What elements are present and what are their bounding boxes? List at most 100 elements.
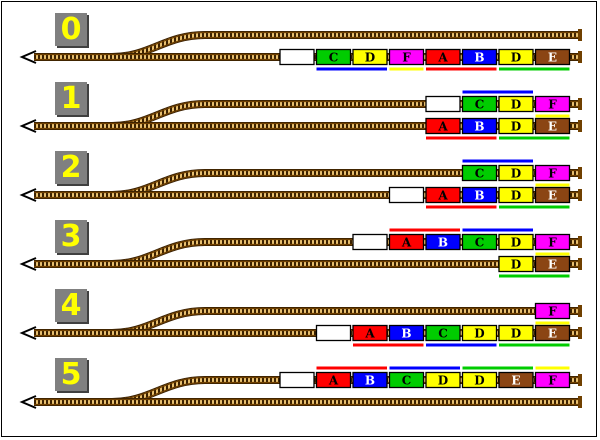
wagon-label-E: E bbox=[548, 327, 557, 341]
wagon-label-D: D bbox=[365, 51, 375, 65]
wagon-E: E bbox=[534, 186, 571, 204]
wagon-B: B bbox=[461, 186, 498, 204]
wagon-label-B: B bbox=[474, 120, 484, 134]
wagon-A: A bbox=[315, 371, 352, 389]
wagon-label-D: D bbox=[511, 189, 521, 203]
track-end-arrow-0 bbox=[19, 50, 37, 64]
group-lines-layer bbox=[316, 67, 570, 370]
locomotive-4 bbox=[315, 324, 352, 342]
track-end-arrow-4 bbox=[19, 326, 37, 340]
step-number-3: 3 bbox=[55, 220, 87, 253]
wagon-label-D: D bbox=[474, 374, 484, 388]
wagon-A: A bbox=[425, 186, 461, 204]
buffer-stop-3-1 bbox=[578, 258, 582, 270]
wagon-C: C bbox=[461, 233, 498, 251]
buffer-stop-4-0 bbox=[578, 305, 582, 317]
buffer-stop-1-1 bbox=[578, 120, 582, 132]
wagon-label-B: B bbox=[474, 51, 484, 65]
wagon-C: C bbox=[461, 164, 498, 182]
step-number-0: 0 bbox=[55, 13, 87, 46]
wagon-label-F: F bbox=[548, 305, 557, 319]
track-end-arrow-3 bbox=[19, 257, 37, 271]
wagon-label-C: C bbox=[475, 98, 485, 112]
track-end-arrow-1 bbox=[19, 119, 37, 133]
wagon-label-E: E bbox=[548, 120, 557, 134]
wagon-E: E bbox=[534, 117, 571, 135]
wagon-A: A bbox=[388, 233, 425, 251]
lower-track-1 bbox=[34, 122, 580, 130]
wagon-E: E bbox=[534, 48, 571, 66]
wagon-D: D bbox=[498, 233, 534, 251]
buffer-stop-4-1 bbox=[578, 327, 582, 339]
wagon-label-A: A bbox=[401, 236, 412, 250]
tracks-layer bbox=[19, 29, 582, 409]
wagon-A: A bbox=[425, 117, 461, 135]
locomotive-0 bbox=[279, 48, 315, 66]
wagon-D: D bbox=[498, 255, 534, 273]
wagon-label-D: D bbox=[511, 98, 521, 112]
wagon-F: F bbox=[388, 48, 425, 66]
wagon-label-B: B bbox=[365, 374, 375, 388]
step-number-5: 5 bbox=[55, 358, 87, 391]
wagon-C: C bbox=[425, 324, 461, 342]
wagon-label-C: C bbox=[438, 327, 448, 341]
wagon-label-D: D bbox=[511, 327, 521, 341]
wagon-label-E: E bbox=[548, 189, 557, 203]
lower-track-2 bbox=[34, 191, 580, 199]
lower-track-5 bbox=[34, 398, 580, 406]
buffer-stop-2-1 bbox=[578, 189, 582, 201]
wagon-B: B bbox=[388, 324, 425, 342]
lower-track-4 bbox=[34, 329, 580, 337]
wagon-A: A bbox=[425, 48, 461, 66]
wagon-label-A: A bbox=[328, 374, 339, 388]
wagon-label-D: D bbox=[438, 374, 448, 388]
locomotive-2 bbox=[388, 186, 425, 204]
wagon-F: F bbox=[534, 302, 571, 320]
wagon-F: F bbox=[534, 371, 571, 389]
locomotive-3 bbox=[352, 233, 388, 251]
wagon-D: D bbox=[425, 371, 461, 389]
locomotive-5 bbox=[279, 371, 315, 389]
locomotive-1 bbox=[425, 95, 461, 113]
buffer-stop-1-0 bbox=[578, 98, 582, 110]
buffer-stop-2-0 bbox=[578, 167, 582, 179]
wagon-C: C bbox=[315, 48, 352, 66]
wagon-label-D: D bbox=[511, 258, 521, 272]
wagon-label-B: B bbox=[438, 236, 448, 250]
wagon-F: F bbox=[534, 233, 571, 251]
lower-track-3 bbox=[34, 260, 580, 268]
wagon-E: E bbox=[534, 324, 571, 342]
wagon-D: D bbox=[352, 48, 388, 66]
wagon-D: D bbox=[498, 186, 534, 204]
track-end-arrow-5 bbox=[19, 395, 37, 409]
wagon-label-E: E bbox=[511, 374, 520, 388]
wagon-D: D bbox=[461, 324, 498, 342]
wagon-label-B: B bbox=[401, 327, 411, 341]
wagon-label-F: F bbox=[548, 374, 557, 388]
wagon-label-F: F bbox=[548, 236, 557, 250]
buffer-stop-5-0 bbox=[578, 374, 582, 386]
wagon-label-F: F bbox=[548, 98, 557, 112]
wagon-label-A: A bbox=[437, 120, 448, 134]
wagon-D: D bbox=[498, 164, 534, 182]
wagon-label-E: E bbox=[548, 258, 557, 272]
wagon-B: B bbox=[461, 48, 498, 66]
wagon-label-E: E bbox=[548, 51, 557, 65]
wagon-D: D bbox=[498, 324, 534, 342]
wagon-label-C: C bbox=[329, 51, 339, 65]
wagon-C: C bbox=[461, 95, 498, 113]
step-number-2: 2 bbox=[55, 151, 87, 184]
step-number-1: 1 bbox=[55, 82, 87, 115]
wagon-label-D: D bbox=[511, 236, 521, 250]
wagon-E: E bbox=[498, 371, 534, 389]
buffer-stop-0-0 bbox=[578, 29, 582, 41]
wagon-D: D bbox=[498, 117, 534, 135]
wagon-D: D bbox=[461, 371, 498, 389]
wagon-label-A: A bbox=[437, 51, 448, 65]
wagon-C: C bbox=[388, 371, 425, 389]
wagon-label-A: A bbox=[437, 189, 448, 203]
wagon-label-C: C bbox=[475, 236, 485, 250]
